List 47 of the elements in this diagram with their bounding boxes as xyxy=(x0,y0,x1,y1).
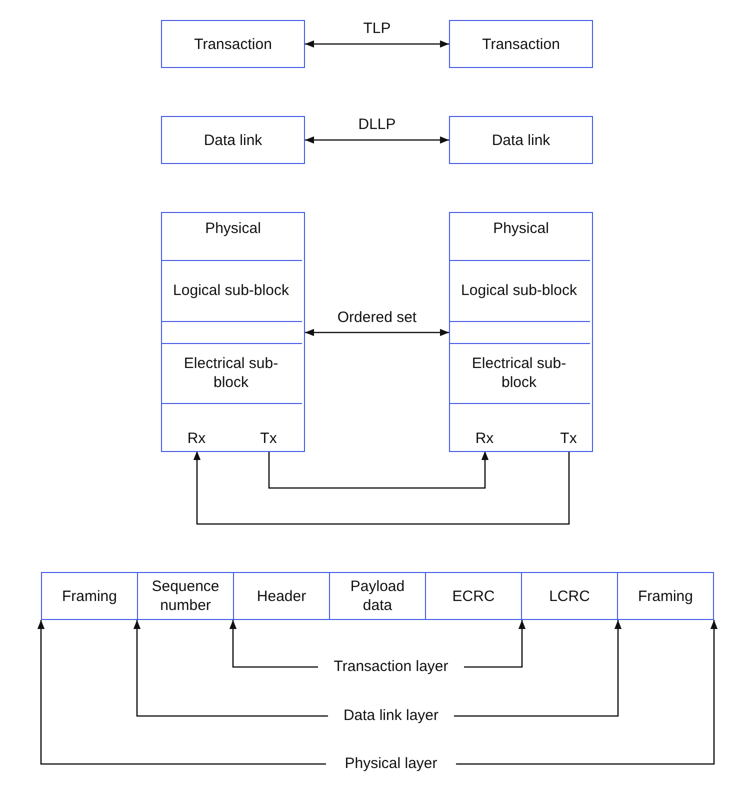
packet-field-cell xyxy=(617,572,714,620)
packet-field-cell xyxy=(233,572,330,620)
box-label: Framing xyxy=(60,586,118,606)
layer-box xyxy=(449,20,593,68)
box-label: Electrical sub-block xyxy=(470,354,568,392)
box-label: LCRC xyxy=(548,586,591,606)
packet-field-cell xyxy=(41,572,138,620)
layer-box xyxy=(449,116,593,164)
arrow xyxy=(305,328,449,336)
arrow xyxy=(454,620,622,717)
physical-layer-box xyxy=(449,212,593,452)
box-label: Transaction xyxy=(481,34,561,54)
box-label: Logical sub-block xyxy=(460,281,578,300)
box-label: Payload data xyxy=(349,577,406,615)
box-label: ECRC xyxy=(451,586,496,606)
box-label: Header xyxy=(256,586,308,606)
packet-field-cell xyxy=(329,572,426,620)
arrow xyxy=(37,620,326,765)
packet-field-cell xyxy=(425,572,522,620)
port-label: Rx xyxy=(464,428,504,450)
box-label: Data link xyxy=(490,130,552,150)
box-label: Sequence number xyxy=(150,577,220,615)
empty-band xyxy=(160,320,302,344)
physical-layer-box xyxy=(161,212,305,452)
packet-field-cell xyxy=(521,572,618,620)
box-label: Electrical sub-block xyxy=(182,354,280,392)
arrow xyxy=(456,620,718,765)
arrow xyxy=(193,451,570,525)
layer-box xyxy=(161,20,305,68)
packet-field-cell xyxy=(137,572,234,620)
arrow xyxy=(229,620,318,668)
box-label: Data link xyxy=(202,130,264,150)
box-label: Logical sub-block xyxy=(172,281,290,300)
arrow xyxy=(268,451,489,489)
empty-band xyxy=(448,320,590,344)
box-label: Physical xyxy=(492,219,550,238)
arrow xyxy=(133,620,328,717)
layer-box xyxy=(161,116,305,164)
box-label: Framing xyxy=(636,586,694,606)
box-label: Physical xyxy=(204,219,262,238)
box-label: Transaction xyxy=(193,34,273,54)
arrow xyxy=(464,620,526,668)
arrow xyxy=(305,136,449,144)
arrow xyxy=(305,40,449,48)
port-label: Tx xyxy=(248,428,288,450)
port-label: Tx xyxy=(548,428,588,450)
port-label: Rx xyxy=(176,428,216,450)
